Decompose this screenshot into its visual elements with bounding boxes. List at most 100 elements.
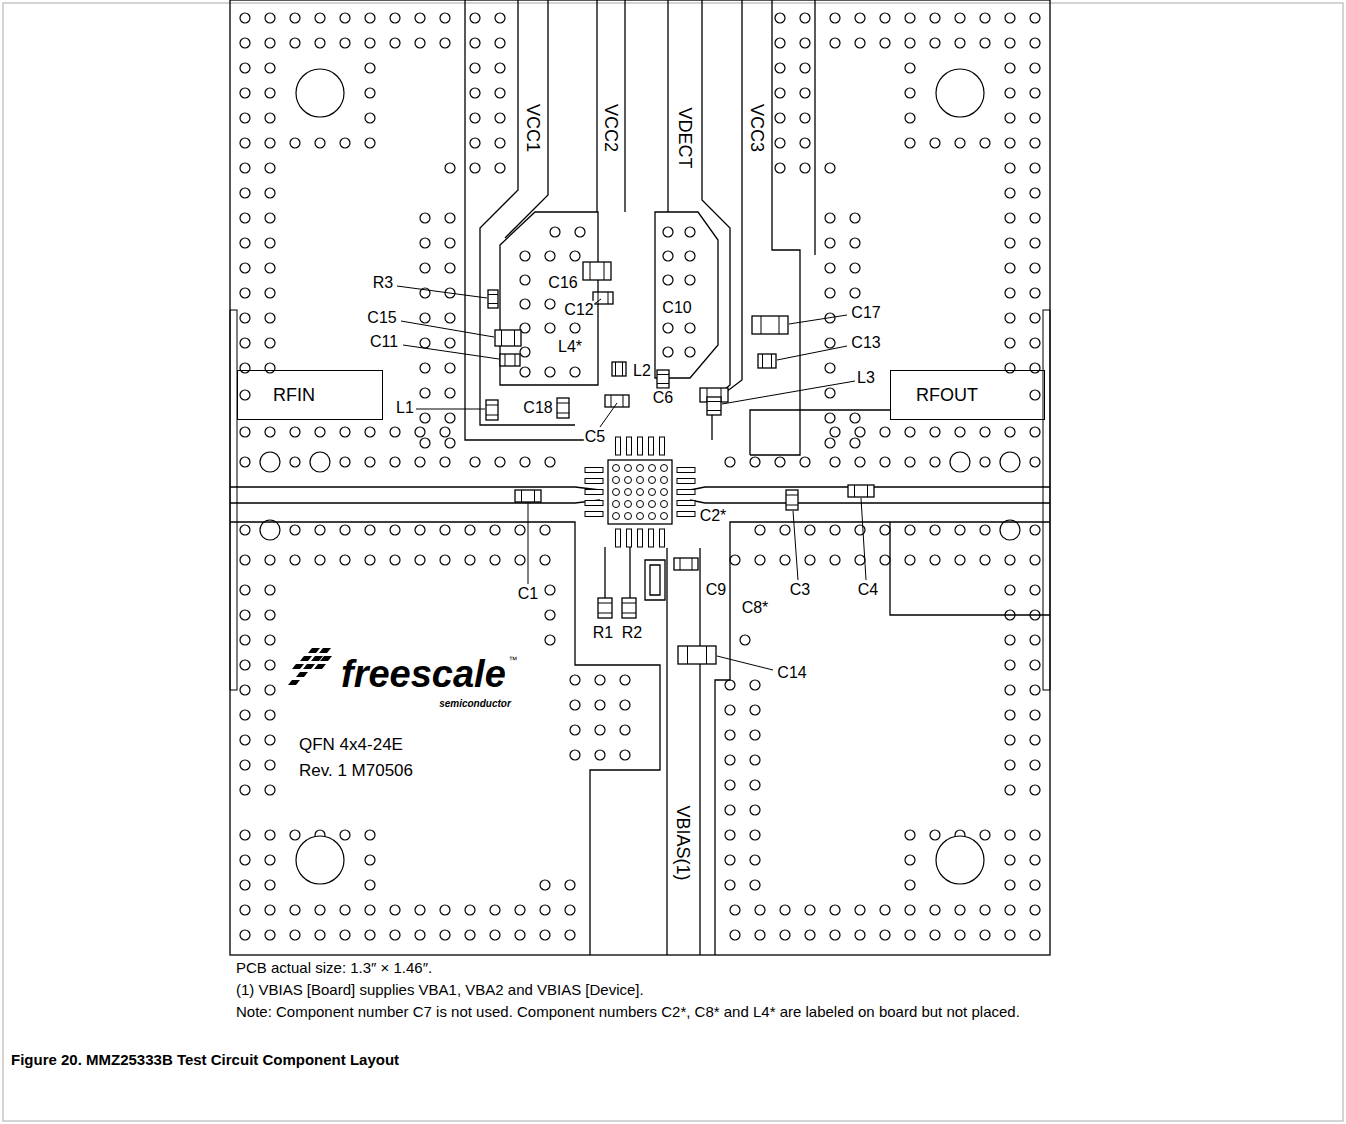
smd-component xyxy=(605,395,629,407)
thermal-via xyxy=(625,477,632,484)
via-hole xyxy=(445,338,455,348)
via-hole xyxy=(980,13,990,23)
leader-line xyxy=(403,345,499,359)
via-hole xyxy=(830,555,840,565)
via-hole xyxy=(415,555,425,565)
via-hole xyxy=(296,69,344,117)
via-hole xyxy=(1000,520,1020,540)
thermal-via xyxy=(661,513,668,520)
via-hole xyxy=(1005,163,1015,173)
via-hole xyxy=(725,780,735,790)
qfn-pin xyxy=(627,437,632,455)
via-hole xyxy=(260,452,280,472)
via-hole xyxy=(315,525,325,535)
copper-trace xyxy=(596,0,597,212)
via-hole xyxy=(365,13,375,23)
via-hole xyxy=(570,750,580,760)
via-hole xyxy=(290,457,300,467)
via-hole xyxy=(775,63,785,73)
via-hole xyxy=(1005,363,1015,373)
via-hole xyxy=(340,930,350,940)
qfn-pin xyxy=(616,437,621,455)
component-pad xyxy=(657,375,669,384)
via-hole xyxy=(1005,660,1015,670)
via-hole xyxy=(755,555,765,565)
via-hole xyxy=(805,555,815,565)
via-hole xyxy=(1005,710,1015,720)
via-hole xyxy=(825,438,835,448)
via-hole xyxy=(1005,905,1015,915)
via-hole xyxy=(1005,760,1015,770)
qfn-pin xyxy=(585,479,603,484)
part-reference: C10 xyxy=(661,299,692,317)
via-hole xyxy=(240,930,250,940)
via-hole xyxy=(570,367,580,377)
via-hole xyxy=(240,427,250,437)
via-hole xyxy=(1005,635,1015,645)
via-hole xyxy=(930,138,940,148)
via-hole xyxy=(490,930,500,940)
via-hole xyxy=(725,855,735,865)
via-hole xyxy=(905,138,915,148)
via-hole xyxy=(880,905,890,915)
via-hole xyxy=(775,88,785,98)
copper-trace xyxy=(667,0,668,212)
via-hole xyxy=(296,836,344,884)
via-hole xyxy=(750,680,760,690)
qfn-pin xyxy=(677,468,695,473)
via-hole xyxy=(240,188,250,198)
part-reference: C3 xyxy=(789,581,811,599)
qfn-package xyxy=(608,460,672,524)
via-hole xyxy=(470,38,480,48)
via-hole xyxy=(440,905,450,915)
via-hole xyxy=(1030,905,1040,915)
part-reference: C17 xyxy=(850,304,881,322)
via-hole xyxy=(1005,685,1015,695)
via-hole xyxy=(855,457,865,467)
via-hole xyxy=(775,138,785,148)
thermal-via xyxy=(661,477,668,484)
smd-component xyxy=(515,490,541,502)
via-hole xyxy=(240,830,250,840)
logo-mark xyxy=(300,656,312,661)
component-pad xyxy=(761,316,779,334)
via-hole xyxy=(1005,113,1015,123)
via-hole xyxy=(265,363,275,373)
via-hole xyxy=(750,780,760,790)
figure-frame xyxy=(3,3,1343,1121)
component-pad xyxy=(688,646,707,664)
via-hole xyxy=(365,38,375,48)
via-hole xyxy=(1030,555,1040,565)
via-hole xyxy=(1005,735,1015,745)
via-hole xyxy=(780,555,790,565)
via-hole xyxy=(880,930,890,940)
via-hole xyxy=(595,725,605,735)
via-hole xyxy=(265,685,275,695)
via-hole xyxy=(1030,635,1040,645)
leader-line xyxy=(528,503,529,584)
via-hole xyxy=(365,905,375,915)
thermal-via xyxy=(661,501,668,508)
via-hole xyxy=(1030,457,1040,467)
via-hole xyxy=(1005,263,1015,273)
via-hole xyxy=(685,323,695,333)
via-hole xyxy=(315,930,325,940)
via-hole xyxy=(390,555,400,565)
via-hole xyxy=(1005,427,1015,437)
via-hole xyxy=(850,238,860,248)
via-hole xyxy=(850,288,860,298)
via-hole xyxy=(825,413,835,423)
via-hole xyxy=(465,555,475,565)
thermal-via xyxy=(613,501,620,508)
via-hole xyxy=(545,299,555,309)
thermal-via xyxy=(637,501,644,508)
via-hole xyxy=(750,855,760,865)
supply-pin-label: VCC2 xyxy=(601,103,622,153)
supply-pin-label: VBIAS(1) xyxy=(673,804,694,881)
copper-trace xyxy=(604,547,605,598)
via-hole xyxy=(755,930,765,940)
via-hole xyxy=(265,313,275,323)
rf-port-pad: RFIN xyxy=(237,370,383,420)
via-hole xyxy=(805,525,815,535)
via-hole xyxy=(445,238,455,248)
